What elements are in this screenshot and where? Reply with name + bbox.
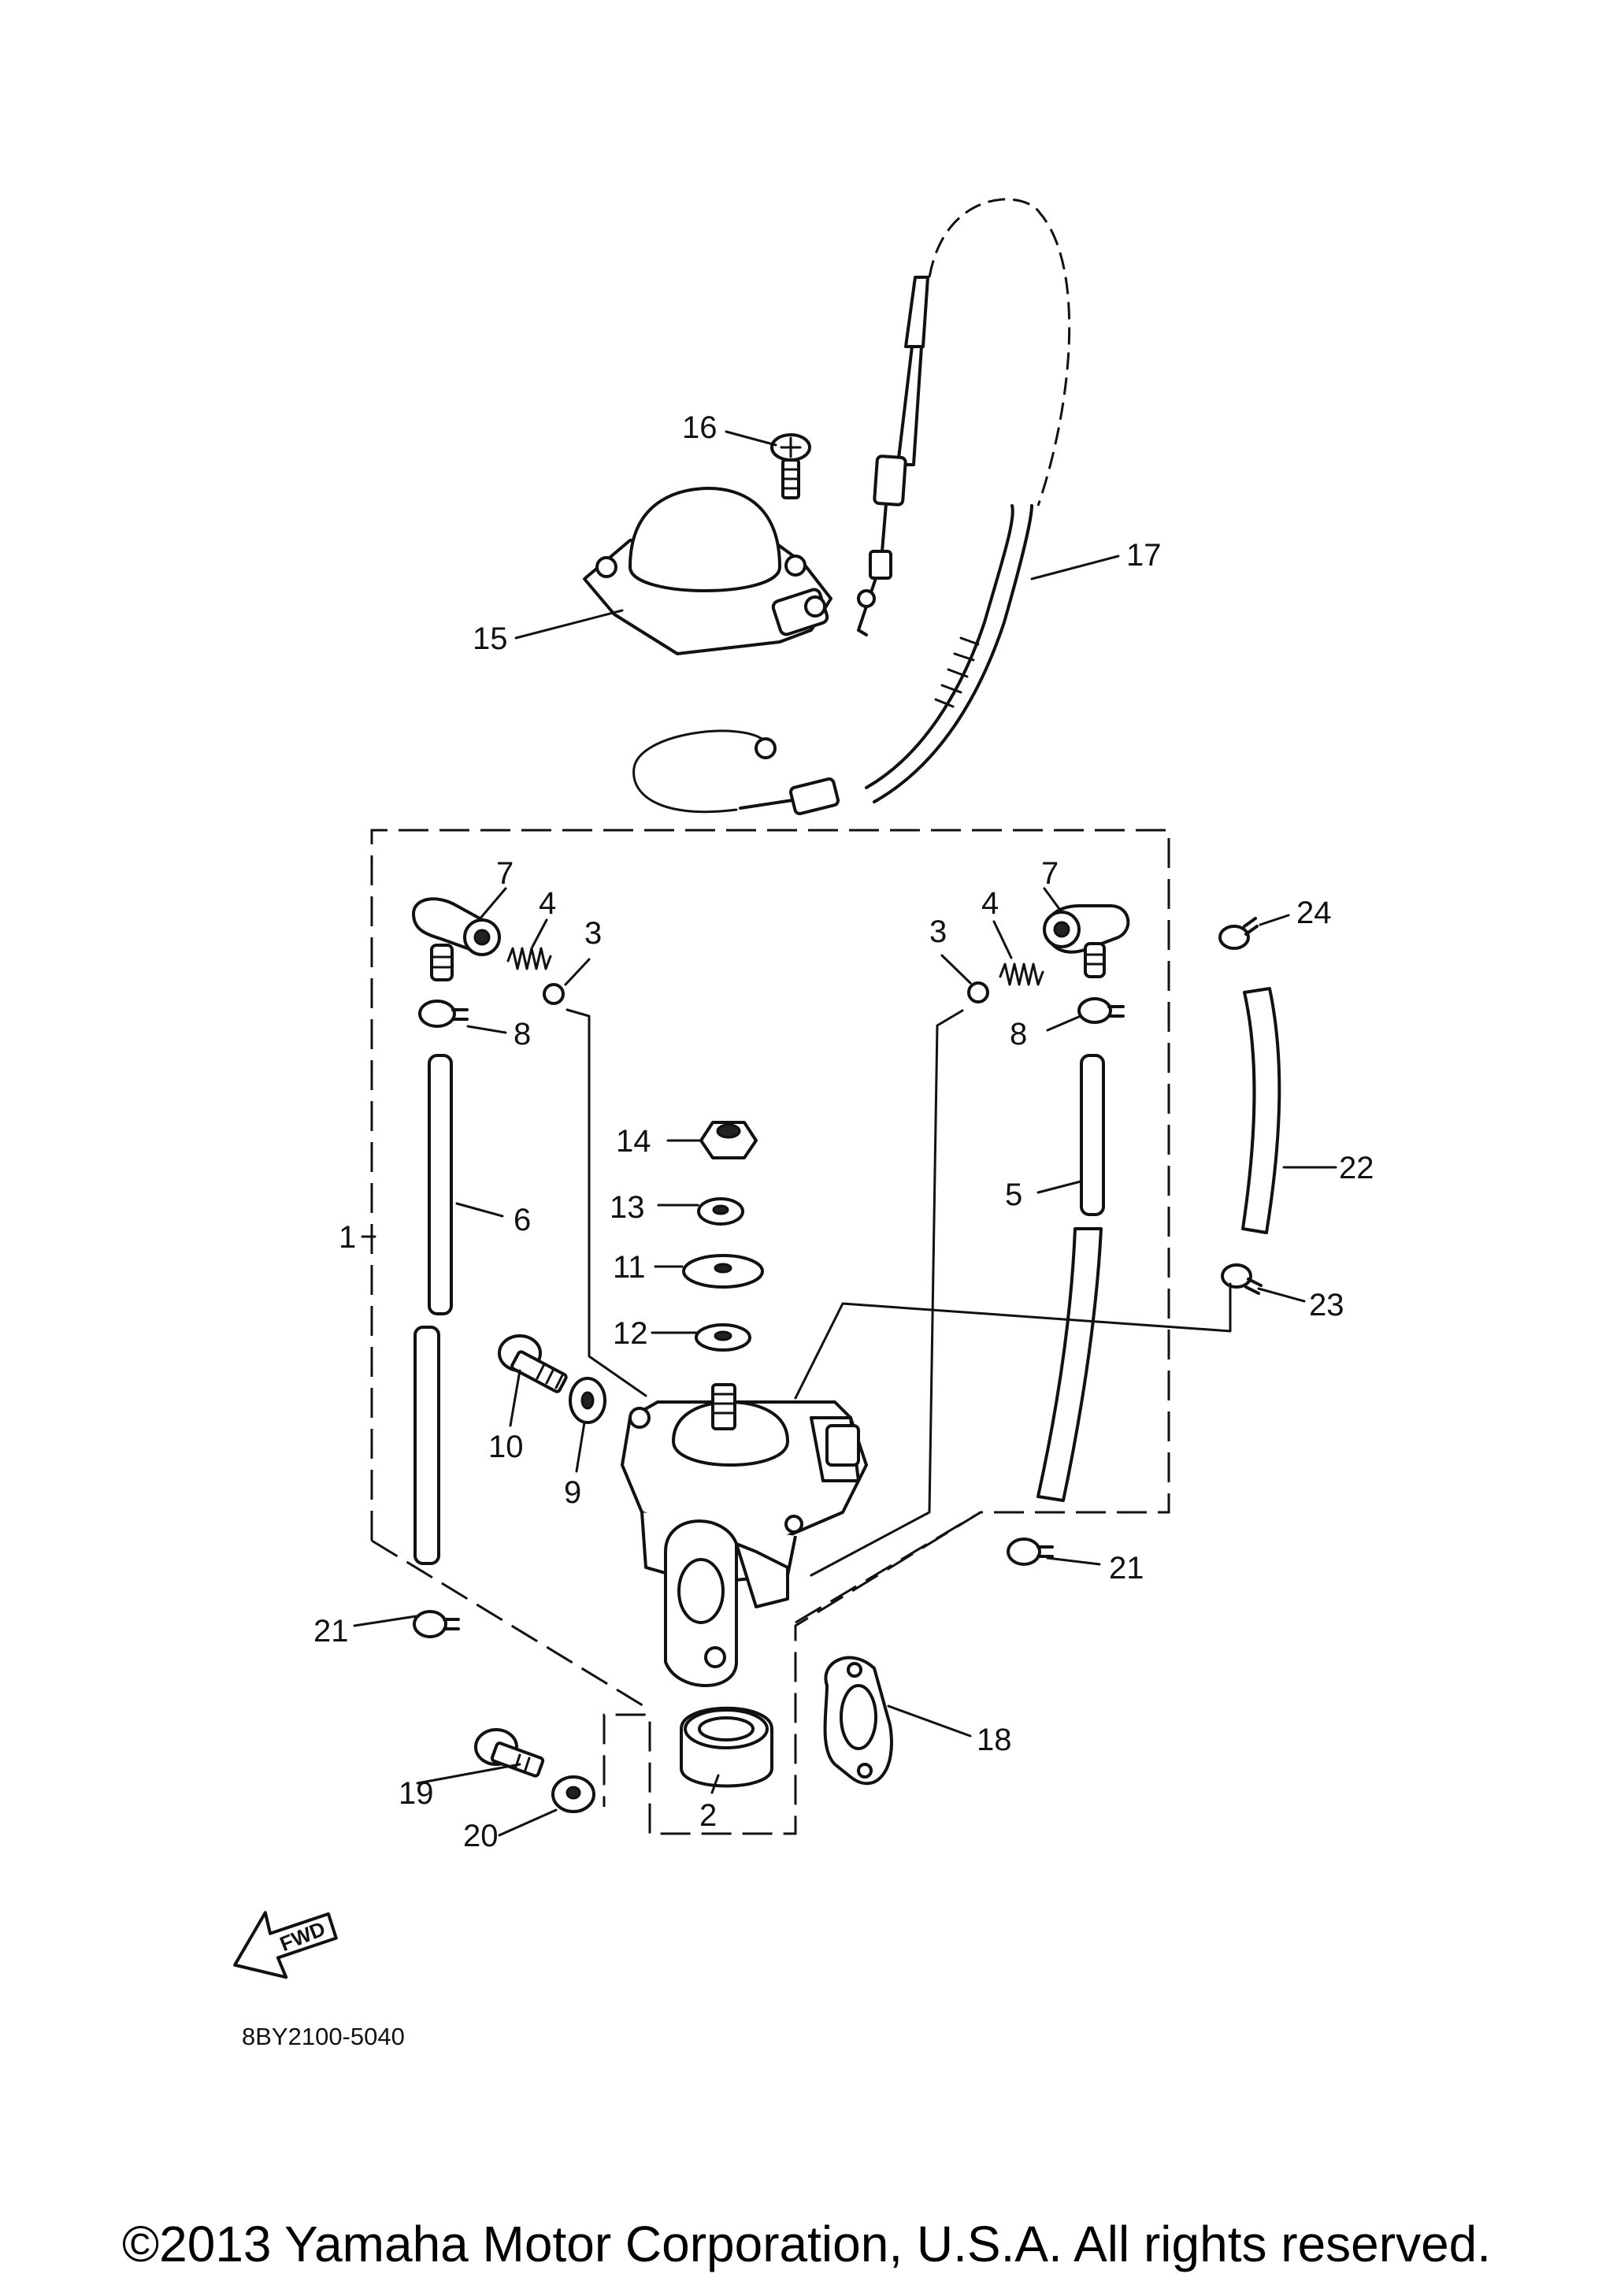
fwd-arrow-icon: FWD [233, 1911, 338, 1979]
callout-7-left: 7 [496, 856, 514, 891]
clamp-left [418, 1000, 469, 1028]
hose-5-upper [1080, 1054, 1105, 1216]
callout-4-left: 4 [539, 886, 556, 921]
hose-6-upper [428, 1054, 453, 1315]
copyright-notice: ©2013 Yamaha Motor Corporation, U.S.A. A… [121, 2216, 1492, 2272]
leader-lines [353, 430, 1337, 1837]
ball-right [967, 981, 989, 1003]
clamp-23 [1221, 1263, 1263, 1295]
clamp-24 [1218, 917, 1259, 950]
callout-22: 22 [1339, 1151, 1374, 1185]
ball-left [543, 983, 565, 1005]
washer-12 [695, 1323, 751, 1352]
washer-11 [682, 1254, 764, 1289]
callout-19: 19 [399, 1776, 434, 1811]
bolt-10 [498, 1334, 568, 1393]
callout-7-right: 7 [1041, 856, 1059, 891]
callout-11: 11 [613, 1250, 646, 1285]
callout-3-left: 3 [584, 916, 602, 951]
callout-5: 5 [1005, 1178, 1022, 1212]
throttle-cable [632, 198, 1071, 815]
callout-14: 14 [616, 1124, 651, 1159]
part-number-labels: 1 2 3 3 4 4 5 6 7 7 8 8 9 10 11 12 13 14… [313, 410, 1374, 1853]
clamp-21-left [413, 1610, 460, 1638]
callout-24: 24 [1296, 896, 1332, 930]
callout-17: 17 [1126, 538, 1162, 573]
connector-lines [565, 1008, 1232, 1577]
washer-13 [697, 1197, 744, 1226]
callout-6: 6 [514, 1203, 531, 1237]
hose-22 [1241, 987, 1281, 1234]
washer-20 [551, 1775, 595, 1813]
callout-1: 1 [339, 1220, 356, 1255]
spring-right [999, 963, 1044, 986]
callout-9: 9 [564, 1475, 581, 1510]
elbow-fitting-right [1043, 904, 1130, 978]
screw-16 [770, 433, 811, 499]
callout-21-left: 21 [313, 1614, 349, 1649]
callout-8-left: 8 [514, 1017, 531, 1052]
elbow-fitting-left [412, 897, 501, 981]
hose-6-lower [413, 1326, 440, 1565]
callout-15: 15 [473, 621, 508, 656]
pump-body [621, 1383, 868, 1687]
callout-18: 18 [977, 1723, 1012, 1757]
callout-16: 16 [682, 410, 718, 445]
callout-13: 13 [610, 1190, 645, 1225]
assembly-boundary [370, 829, 1170, 1835]
callout-2: 2 [699, 1798, 717, 1833]
clamp-right [1077, 997, 1125, 1024]
callout-21-right: 21 [1109, 1551, 1144, 1586]
callout-20: 20 [463, 1819, 499, 1853]
washer-9 [569, 1377, 606, 1424]
bolt-19 [474, 1728, 545, 1778]
clamp-21-right [1007, 1537, 1054, 1566]
callout-12: 12 [613, 1316, 648, 1351]
callout-23: 23 [1309, 1288, 1344, 1322]
pump-cover [583, 487, 832, 655]
drawing-code: 8BY2100-5040 [242, 2023, 405, 2050]
gasket-18 [823, 1656, 893, 1786]
nut-14 [699, 1121, 758, 1159]
callout-4-right: 4 [981, 886, 999, 921]
callout-3-right: 3 [929, 914, 947, 949]
callout-10: 10 [488, 1430, 524, 1464]
spring-left [506, 947, 552, 970]
callout-8-right: 8 [1010, 1017, 1027, 1052]
seal-2 [680, 1706, 773, 1788]
hose-5-lower [1036, 1227, 1103, 1502]
